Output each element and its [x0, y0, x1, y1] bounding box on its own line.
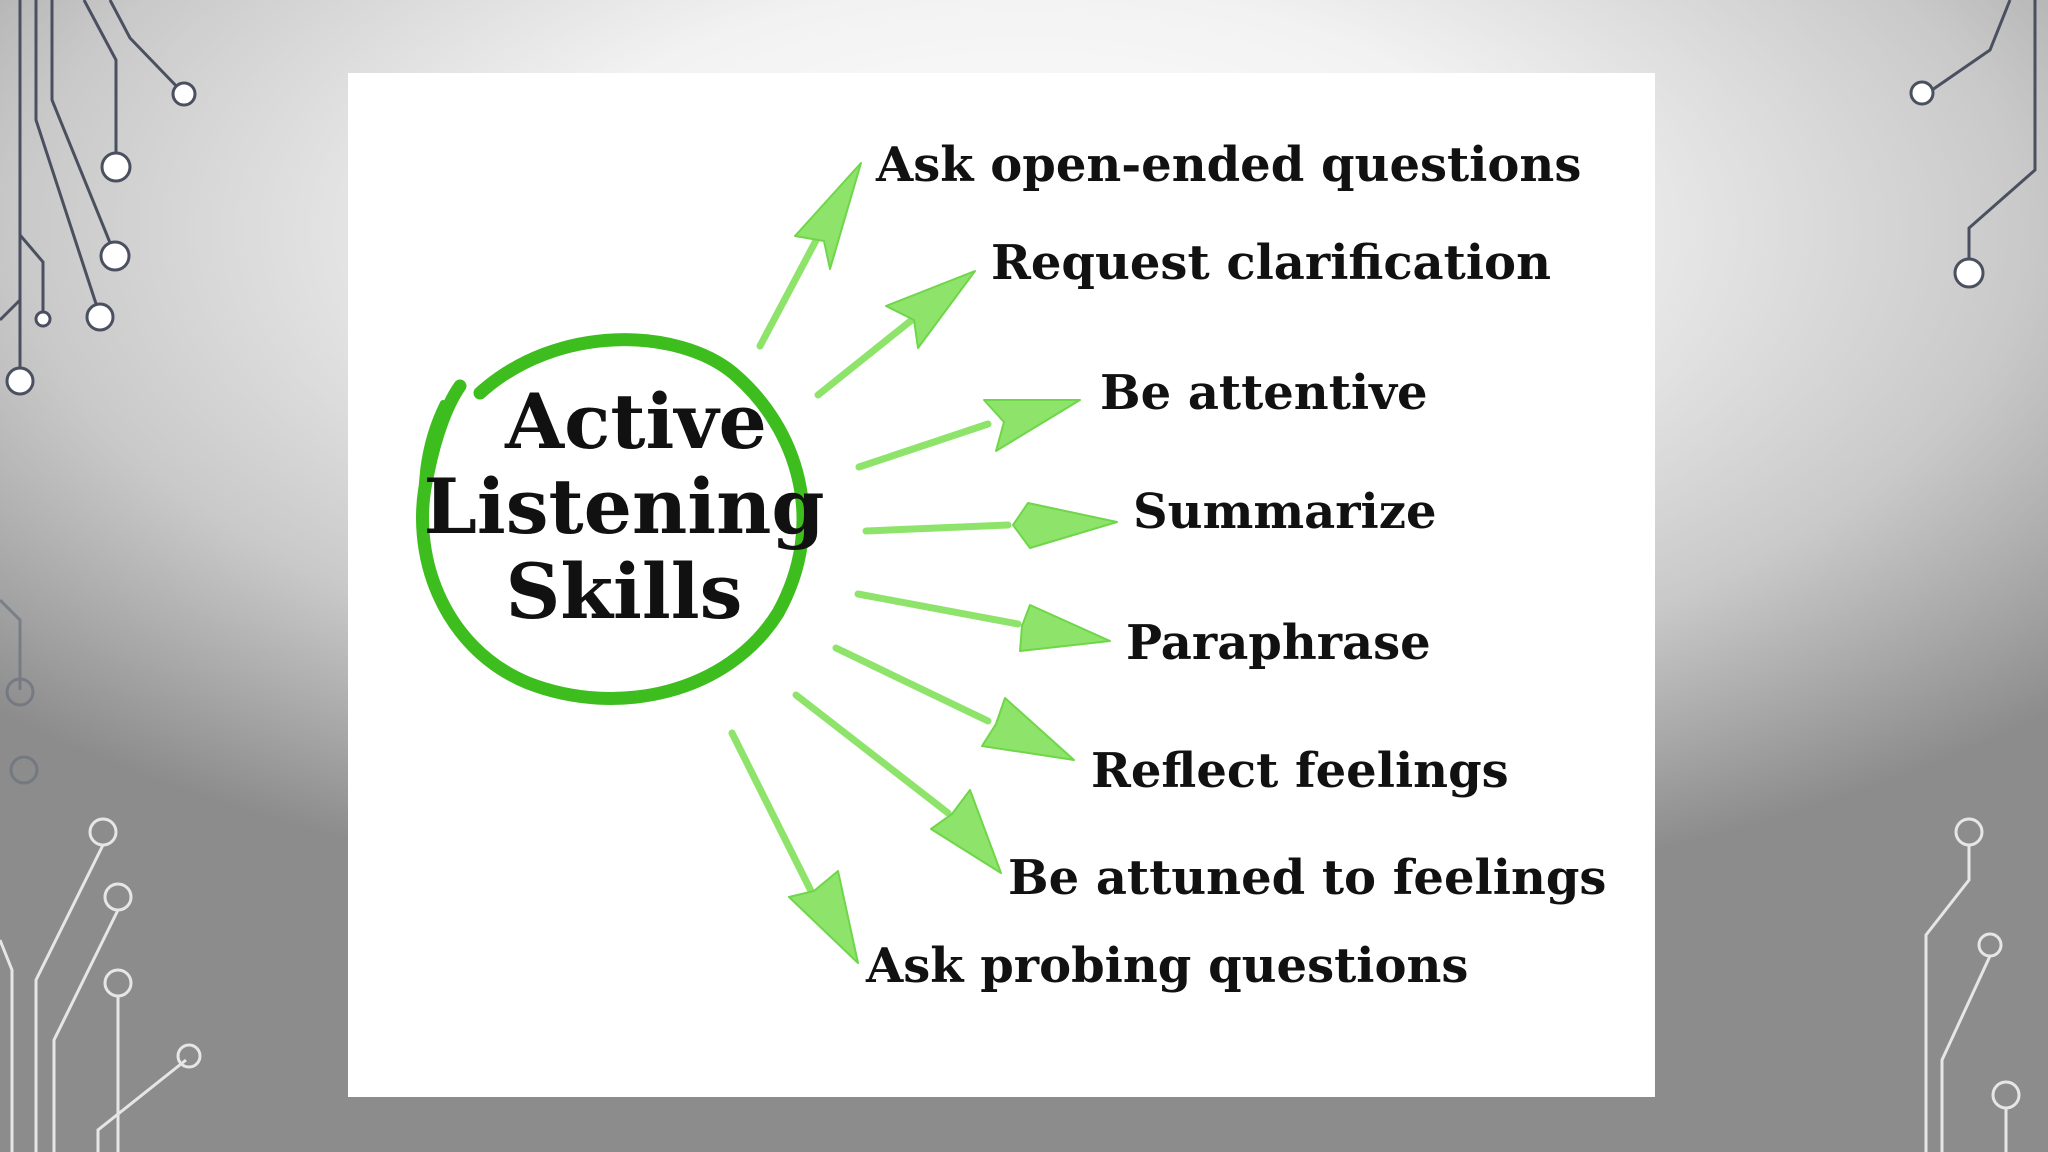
arrow-2: [814, 270, 976, 399]
skill-label-3: Be attentive: [1100, 365, 1428, 421]
skill-label-5: Paraphrase: [1126, 615, 1431, 671]
arrow-3: [855, 399, 1081, 471]
active-listening-diagram: Active Listening Skills: [416, 137, 1606, 994]
center-title-line-2: Listening: [423, 462, 824, 551]
skill-label-4: Summarize: [1133, 484, 1437, 540]
arrow-1: [756, 162, 862, 350]
circuit-decoration-mid-left: [0, 598, 39, 785]
skill-label-8: Ask probing questions: [865, 938, 1468, 994]
circuit-decoration-top-left: [0, 0, 197, 396]
center-title-line-1: Active: [504, 377, 767, 466]
arrow-5: [854, 590, 1111, 652]
circuit-decoration-top-right: [1909, 0, 2037, 289]
arrows: [728, 162, 1118, 964]
circuit-decoration-bottom-left: [0, 817, 202, 1152]
skill-label-7: Be attuned to feelings: [1008, 850, 1606, 906]
skill-label-1: Ask open-ended questions: [875, 137, 1581, 193]
arrow-7: [792, 691, 1002, 874]
arrow-6: [832, 644, 1075, 761]
circuit-decoration-bottom-right: [1924, 817, 2021, 1152]
arrow-4: [862, 502, 1118, 549]
ring-stroke-overlap: [418, 400, 446, 546]
center-ring: [416, 333, 810, 705]
arrow-8: [728, 729, 859, 964]
skill-label-6: Reflect feelings: [1091, 743, 1509, 799]
skill-label-2: Request clarification: [991, 235, 1551, 291]
center-title-line-3: Skills: [506, 547, 743, 636]
diagram-image-panel: Active Listening Skills: [348, 73, 1655, 1097]
